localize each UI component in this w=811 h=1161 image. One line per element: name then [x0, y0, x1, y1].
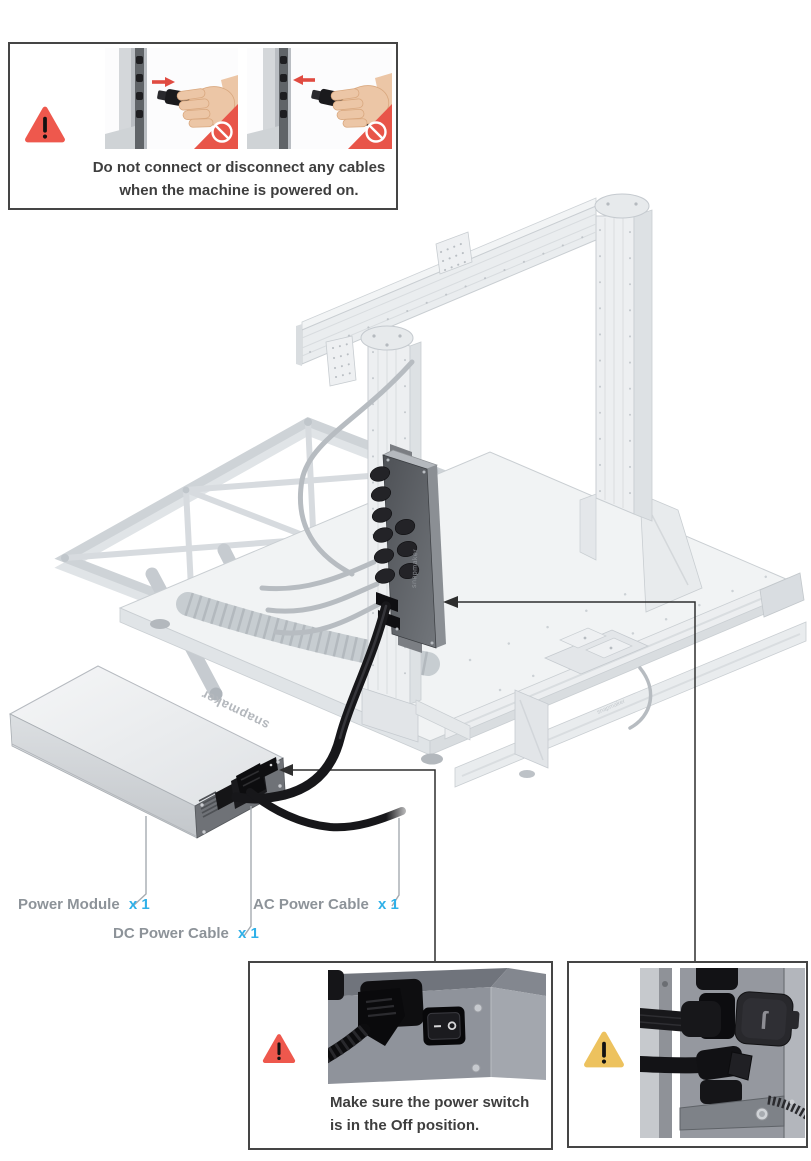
top-warning-box: Do not connect or disconnect any cables …: [8, 42, 398, 210]
right-z-column: [579, 209, 653, 561]
bottom-bracket: [679, 1095, 805, 1131]
part-leaders: [132, 806, 400, 937]
callout-arrow-icon: [443, 596, 458, 608]
hand: [176, 75, 238, 128]
converter: snapmaker: [369, 444, 446, 653]
converter-callout-line: [443, 596, 696, 961]
warning-yellow-triangle-icon: [584, 1031, 624, 1068]
tool-carriage: [543, 627, 650, 675]
hand: [330, 73, 392, 128]
photo-connect-cable: [105, 48, 238, 149]
power-switch: [258, 757, 278, 779]
power-module: snapmaker: [8, 665, 286, 839]
ac-power-cable: [246, 788, 406, 832]
top-warning-text: Do not connect or disconnect any cables …: [86, 156, 392, 202]
dc-port: [215, 784, 235, 810]
warning-line: is in the Off position.: [330, 1117, 480, 1134]
photo-disconnect-cable: [247, 48, 392, 149]
gantry-beams: [296, 193, 650, 387]
label-power-module: Power Module x 1: [18, 896, 150, 913]
prohibition-icon: [348, 104, 392, 149]
lower-cable: [640, 1045, 753, 1081]
red-arrow-right-icon: [152, 77, 175, 87]
switch-callout-line: [279, 764, 436, 961]
warning-line: when the machine is powered on.: [119, 182, 359, 199]
rocker-switch: [422, 1006, 466, 1046]
cable-caution-box: ſ: [567, 961, 808, 1148]
label-ac-power-cable: AC Power Cable x 1: [253, 896, 399, 913]
photo-power-switch: [328, 968, 546, 1090]
power-cables: [231, 601, 406, 832]
converter-port-caps: [369, 466, 420, 584]
screws: [471, 1003, 483, 1073]
warning-red-triangle-icon: [25, 106, 65, 143]
rubber-cap: ſ: [734, 991, 800, 1047]
top-cable: [640, 1001, 721, 1037]
ac-plug: [328, 988, 405, 1064]
cap-monogram: ſ: [759, 1007, 769, 1035]
linear-rails: snapmaker: [444, 493, 807, 788]
converter-logo-text: snapmaker: [411, 549, 419, 589]
switch-warning-text: Make sure the power switch is in the Off…: [330, 1091, 529, 1137]
module-screws: [200, 760, 282, 834]
cable-fade: [386, 796, 414, 828]
red-arrow-left-icon: [293, 75, 315, 85]
photo-converter-cables: ſ: [640, 968, 805, 1138]
callout-arrow-icon: [279, 764, 293, 776]
prohibition-icon: [194, 104, 238, 149]
ghost-cables: [259, 359, 653, 730]
warning-red-triangle-icon: [262, 1034, 296, 1064]
warning-line: Make sure the power switch: [330, 1094, 530, 1111]
vent-grille: [198, 791, 221, 818]
switch-warning-box: Make sure the power switch is in the Off…: [248, 961, 553, 1150]
part-labels: Power Module x 1 DC Power Cable x 1 AC P…: [18, 896, 399, 942]
label-dc-power-cable: DC Power Cable x 1: [113, 925, 259, 942]
warning-line: Do not connect or disconnect any cables: [92, 159, 386, 176]
